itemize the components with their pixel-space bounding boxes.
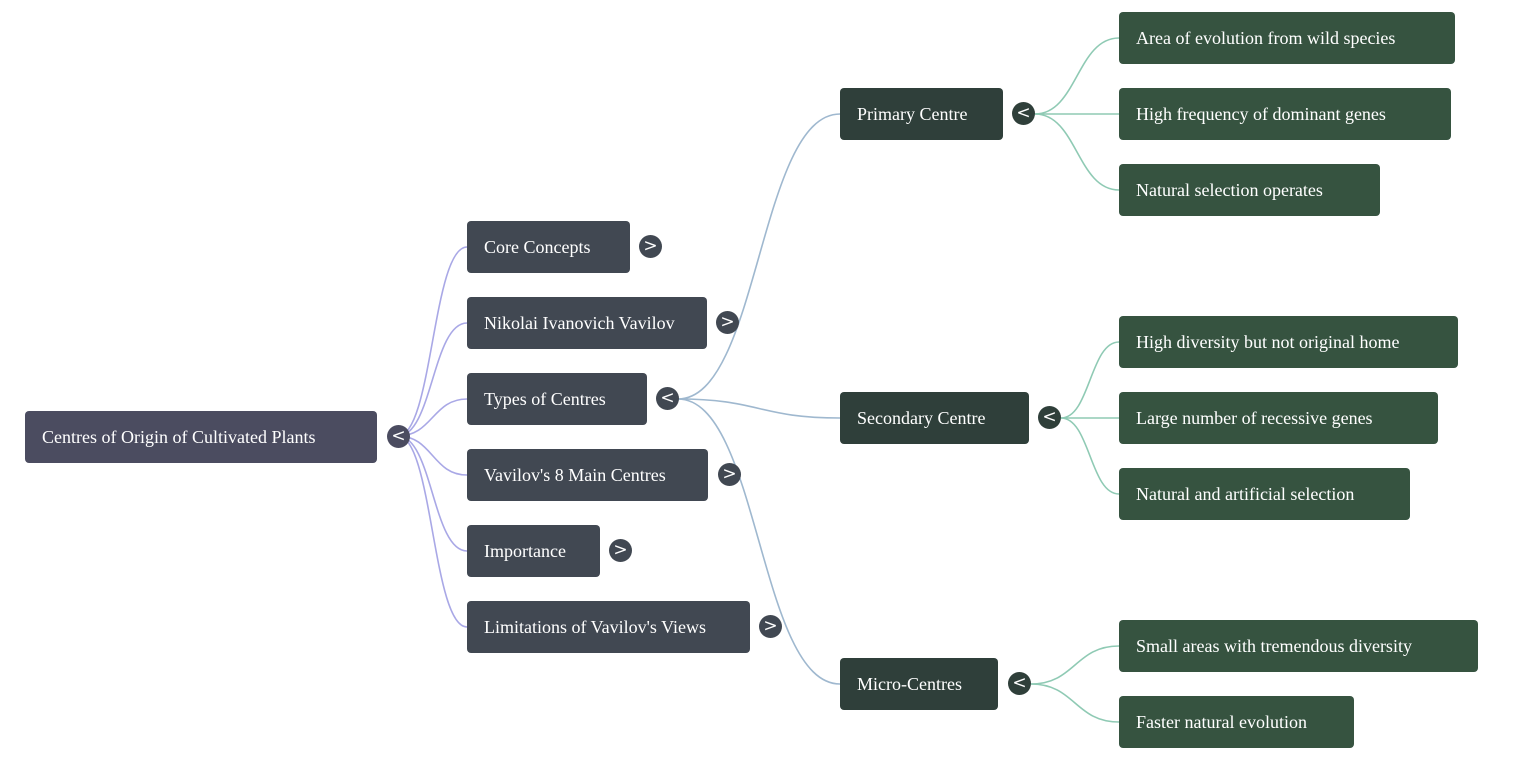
branch-limitations[interactable]: Limitations of Vavilov's Views	[467, 601, 750, 653]
edge-types-0	[677, 113, 841, 400]
edge-root-branch-5	[397, 435, 468, 628]
branch-vavilov[interactable]: Nikolai Ivanovich Vavilov	[467, 297, 707, 349]
type-primary-centre-toggle[interactable]: <	[1012, 102, 1035, 125]
leaf-secondary-3[interactable]: Natural and artificial selection	[1119, 468, 1410, 520]
edge-micro-leaf-1	[1030, 683, 1120, 723]
branch-vavilov-toggle[interactable]: >	[716, 311, 739, 334]
branch-8-main-centres[interactable]: Vavilov's 8 Main Centres	[467, 449, 708, 501]
edge-root-branch-0	[397, 246, 468, 437]
edge-micro-leaf-0	[1030, 645, 1120, 685]
branch-types-of-centres[interactable]: Types of Centres	[467, 373, 647, 425]
leaf-primary-3[interactable]: Natural selection operates	[1119, 164, 1380, 216]
leaf-micro-2[interactable]: Faster natural evolution	[1119, 696, 1354, 748]
leaf-secondary-2[interactable]: Large number of recessive genes	[1119, 392, 1438, 444]
branch-importance[interactable]: Importance	[467, 525, 600, 577]
leaf-primary-2[interactable]: High frequency of dominant genes	[1119, 88, 1451, 140]
branch-core-concepts[interactable]: Core Concepts	[467, 221, 630, 273]
edge-secondary-leaf-0	[1060, 341, 1120, 419]
type-secondary-centre[interactable]: Secondary Centre	[840, 392, 1029, 444]
branch-importance-toggle[interactable]: >	[609, 539, 632, 562]
branch-8-main-centres-toggle[interactable]: >	[718, 463, 741, 486]
root-collapse-toggle[interactable]: <	[387, 425, 410, 448]
leaf-secondary-1[interactable]: High diversity but not original home	[1119, 316, 1458, 368]
type-micro-centres[interactable]: Micro-Centres	[840, 658, 998, 710]
type-secondary-centre-toggle[interactable]: <	[1038, 406, 1061, 429]
branch-limitations-toggle[interactable]: >	[759, 615, 782, 638]
branch-types-of-centres-toggle[interactable]: <	[656, 387, 679, 410]
type-primary-centre[interactable]: Primary Centre	[840, 88, 1003, 140]
edge-secondary-leaf-2	[1060, 417, 1120, 495]
branch-core-concepts-toggle[interactable]: >	[639, 235, 662, 258]
edge-types-2	[677, 398, 841, 685]
edge-primary-leaf-0	[1034, 37, 1120, 115]
leaf-micro-1[interactable]: Small areas with tremendous diversity	[1119, 620, 1478, 672]
leaf-primary-1[interactable]: Area of evolution from wild species	[1119, 12, 1455, 64]
type-micro-centres-toggle[interactable]: <	[1008, 672, 1031, 695]
edge-types-1	[677, 398, 841, 419]
root-node[interactable]: Centres of Origin of Cultivated Plants	[25, 411, 377, 463]
edge-primary-leaf-2	[1034, 113, 1120, 191]
